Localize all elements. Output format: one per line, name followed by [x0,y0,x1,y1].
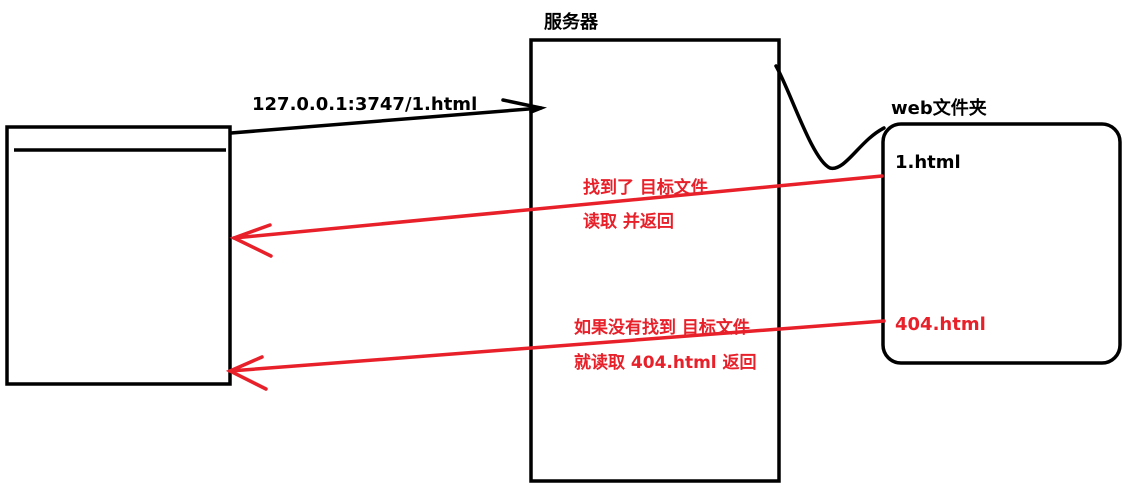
file-404-label: 404.html [895,314,986,335]
notfound-arrow-head [225,355,268,391]
web-folder-frame [881,122,1122,365]
server-box [529,38,781,483]
file-1-label: 1.html [895,152,961,173]
request-arrow-line [229,106,543,135]
request-arrow-head [501,98,548,114]
request-arrow [229,98,548,135]
notfound-response-arrow [225,319,886,391]
found-text-line1: 找到了 目标文件 [583,177,708,198]
found-arrow-head [229,223,273,258]
found-arrow-line [232,174,884,240]
web-folder-title: web文件夹 [891,97,987,119]
server-frame [529,38,781,483]
server-title: 服务器 [544,11,599,33]
server-folder-connector [774,64,886,170]
request-url-label: 127.0.0.1:3747/1.html [252,94,477,115]
notfound-text-line2: 就读取 404.html 返回 [574,352,757,373]
notfound-text-line1: 如果没有找到 目标文件 [574,317,750,338]
browser-window [5,125,232,386]
found-response-arrow [229,174,884,258]
browser-frame [5,125,232,386]
web-folder-box [881,122,1122,365]
found-text-line2: 读取 并返回 [583,211,674,232]
notfound-arrow-line [228,319,886,373]
